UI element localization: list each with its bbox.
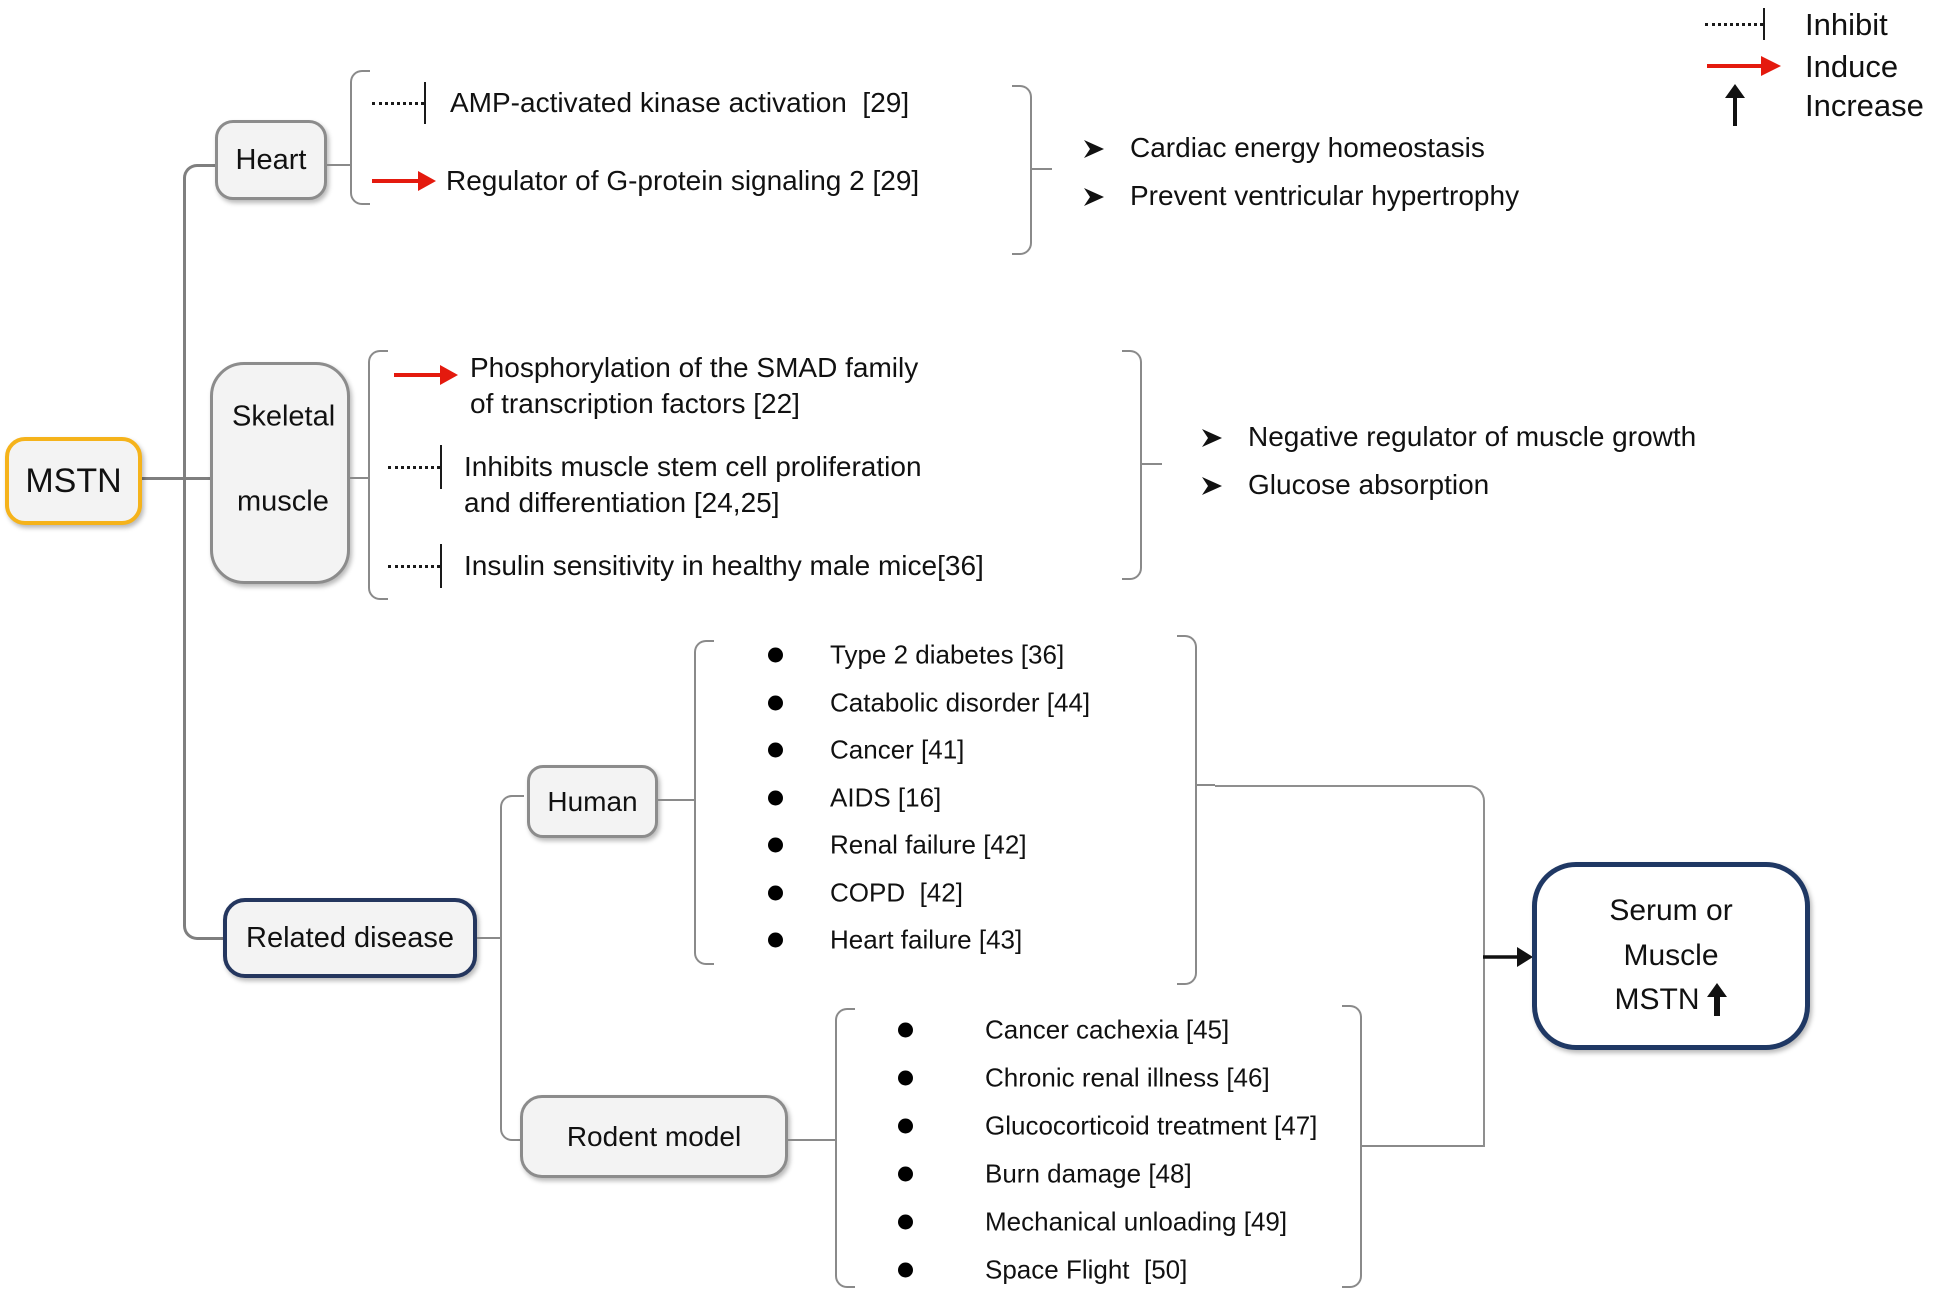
inhibit-symbol-icon <box>372 82 426 124</box>
skeletal-muscle-label-line2: muscle <box>237 485 329 518</box>
result-line1: Serum or <box>1609 894 1733 928</box>
serum-muscle-result-node: Serum or Muscle MSTN <box>1532 862 1810 1050</box>
effect-text: Phosphorylation of the SMAD family <box>470 352 919 383</box>
list-item-text: AIDS [16] <box>830 782 942 813</box>
heart-group-bracket-left <box>350 70 370 205</box>
arrowhead-bullet-icon <box>1084 140 1104 158</box>
legend-label-induce: Induce <box>1805 49 1899 84</box>
human-group-bracket-left <box>694 640 714 965</box>
list-bullet <box>898 1070 913 1086</box>
induce-arrow-icon <box>372 171 436 191</box>
list-item-text: Glucocorticoid treatment [47] <box>985 1110 1318 1141</box>
human-group-bracket-right <box>1177 635 1197 985</box>
effect-text: Inhibits muscle stem cell proliferation <box>464 451 922 482</box>
skeletal-group-bracket-left <box>368 350 388 600</box>
up-arrow-icon <box>1706 983 1727 1017</box>
outcome-text: Glucose absorption <box>1248 469 1490 500</box>
human-right-bracket-tick <box>1195 784 1215 786</box>
skeletal-bracket-tick <box>350 477 368 479</box>
induce-arrow-icon <box>394 365 458 385</box>
related-branch-stub <box>477 937 502 939</box>
legend-label-inhibit: Inhibit <box>1805 7 1888 42</box>
rodent-group-bracket-left <box>835 1008 855 1288</box>
list-item-text: Catabolic disorder [44] <box>830 687 1091 718</box>
arrowhead-bullet-icon <box>1202 477 1222 495</box>
human-label: Human <box>547 785 638 817</box>
list-item-text: Cancer [41] <box>830 734 965 765</box>
rodent-right-bracket-tick <box>1360 1145 1483 1147</box>
rodent-model-label: Rodent model <box>566 1120 742 1152</box>
effect-text: AMP-activated kinase activation [29] <box>450 87 910 118</box>
skeletal-brace-tick <box>1140 463 1162 465</box>
result-line3: MSTN <box>1614 983 1700 1017</box>
skeletal-muscle-node <box>210 362 350 584</box>
arrowhead-bullet-icon <box>1084 188 1104 206</box>
inhibit-symbol-icon <box>388 544 442 588</box>
result-arrow-icon <box>1483 947 1533 967</box>
trunk-connector <box>183 164 223 940</box>
arrowhead-bullet-icon <box>1202 429 1222 447</box>
rodent-bracket-tick <box>788 1139 835 1141</box>
list-bullet <box>898 1118 913 1134</box>
increase-arrow-icon <box>1725 84 1745 126</box>
result-line3-wrap: MSTN <box>1615 978 1728 1022</box>
list-item-text: Cancer cachexia [45] <box>985 1014 1230 1045</box>
list-bullet <box>898 1214 913 1230</box>
list-bullet <box>768 742 783 758</box>
effect-text: Regulator of G-protein signaling 2 [29] <box>446 165 920 196</box>
skeletal-muscle-label-line1: Skeletal <box>232 400 336 433</box>
list-bullet <box>768 837 783 853</box>
legend-label-increase: Increase <box>1805 88 1924 123</box>
list-bullet <box>768 647 783 663</box>
outcome-text: Cardiac energy homeostasis <box>1130 132 1485 163</box>
effect-text: of transcription factors [22] <box>470 388 800 419</box>
human-bracket-tick <box>658 799 694 801</box>
related-disease-label: Related disease <box>246 921 454 954</box>
list-item-text: Space Flight [50] <box>985 1254 1188 1285</box>
list-item-text: Chronic renal illness [46] <box>985 1062 1270 1093</box>
list-bullet <box>898 1022 913 1038</box>
list-bullet <box>768 932 783 948</box>
result-connector <box>1215 785 1485 1147</box>
mstn-connector <box>142 477 212 480</box>
result-line2: Muscle <box>1623 938 1719 972</box>
list-item-text: Burn damage [48] <box>985 1158 1192 1189</box>
list-bullet <box>898 1166 913 1182</box>
list-bullet <box>768 790 783 806</box>
skeletal-group-brace-right <box>1122 350 1142 580</box>
related-branch-connector <box>500 795 524 1141</box>
heart-label: Heart <box>235 143 307 176</box>
rodent-model-node: Rodent model <box>520 1095 788 1178</box>
mstn-node: MSTN <box>5 437 142 525</box>
list-bullet <box>898 1262 913 1278</box>
inhibit-symbol-icon <box>388 445 442 489</box>
outcome-text: Negative regulator of muscle growth <box>1248 421 1697 452</box>
mstn-label: MSTN <box>25 461 122 500</box>
list-item-text: Renal failure [42] <box>830 829 1027 860</box>
list-item-text: COPD [42] <box>830 877 963 908</box>
list-item-text: Type 2 diabetes [36] <box>830 639 1065 670</box>
effect-text: Insulin sensitivity in healthy male mice… <box>464 550 984 581</box>
related-disease-node: Related disease <box>223 898 477 978</box>
heart-brace-tick <box>1030 168 1052 170</box>
heart-bracket-tick <box>327 164 350 166</box>
inhibit-symbol-icon <box>1705 8 1765 40</box>
list-item-text: Mechanical unloading [49] <box>985 1206 1288 1237</box>
list-bullet <box>768 695 783 711</box>
heart-node: Heart <box>215 120 327 200</box>
effect-text: and differentiation [24,25] <box>464 487 780 518</box>
induce-arrow-icon <box>1707 56 1781 76</box>
heart-group-brace-right <box>1012 85 1032 255</box>
list-item-text: Heart failure [43] <box>830 924 1023 955</box>
list-bullet <box>768 885 783 901</box>
outcome-text: Prevent ventricular hypertrophy <box>1130 180 1520 211</box>
human-node: Human <box>527 765 658 838</box>
